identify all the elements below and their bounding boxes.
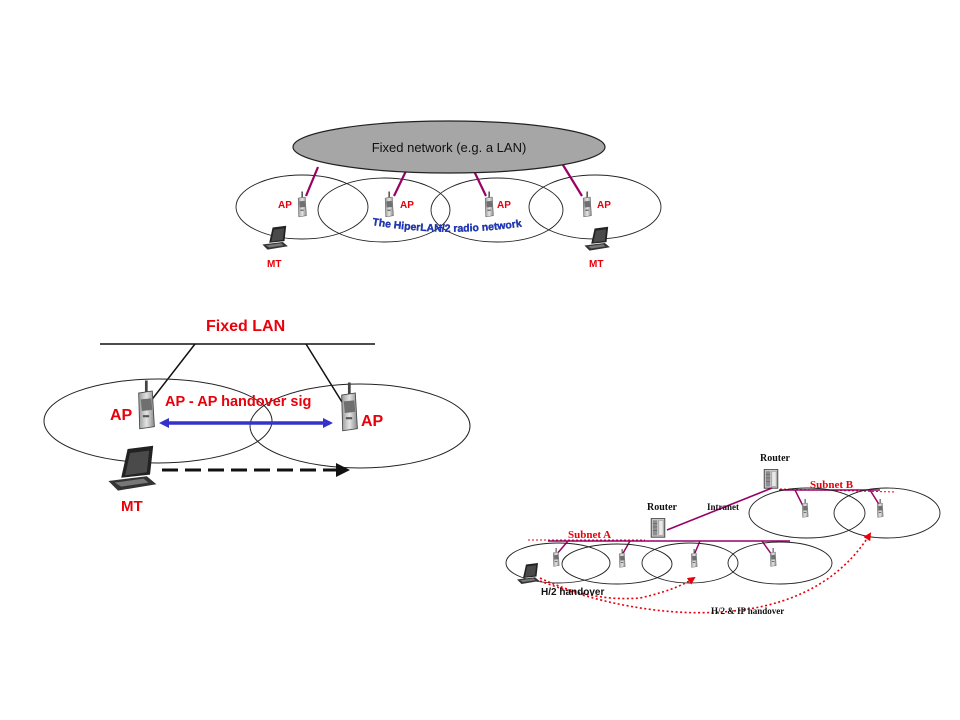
network-link (473, 170, 487, 197)
radio-cell (748, 487, 866, 539)
mt-label: MT (267, 259, 281, 270)
lan-link (305, 343, 343, 403)
ap-handover-diagram: Fixed LAN AP AP AP - AP handover sig MT (43, 318, 471, 515)
mt-label: MT (589, 259, 603, 270)
radio-cell (833, 487, 941, 539)
h2-ip-handover-label: H/2 & IP handover (711, 606, 784, 616)
intranet-label: Intranet (707, 502, 739, 512)
ap-link (621, 540, 631, 556)
access-point-icon (553, 547, 560, 567)
hiperlan-network-diagram: Fixed network (e.g. a LAN) AP AP AP AP T… (235, 120, 662, 270)
radio-cell (505, 542, 611, 584)
access-point-icon (384, 191, 394, 218)
ap-label: AP (361, 413, 384, 430)
router-icon (650, 518, 666, 538)
movement-arrowhead (336, 463, 350, 477)
ap-label: AP (597, 200, 611, 211)
ap-label: AP (400, 200, 414, 211)
access-point-icon (691, 548, 698, 568)
laptop-icon (108, 445, 157, 491)
access-point-icon (802, 498, 809, 518)
access-point-icon (582, 191, 592, 218)
radio-cell (641, 542, 739, 584)
ap-link (794, 489, 804, 507)
radio-cell (235, 174, 369, 240)
laptop-icon (517, 563, 540, 584)
network-link (562, 164, 583, 197)
subnet-b-line-dotted (779, 488, 897, 493)
laptop-icon (262, 225, 288, 250)
ap-label: AP (110, 407, 133, 424)
mt-label: MT (121, 498, 143, 515)
ap-link (869, 489, 881, 507)
subnet-a-label: Subnet A (568, 529, 611, 541)
ip-handover-path (539, 532, 872, 614)
ap-label: AP (278, 200, 292, 211)
radio-cell (317, 177, 451, 243)
intranet-link (666, 487, 773, 531)
radio-cell (561, 543, 673, 585)
router-label: Router (647, 502, 678, 513)
access-point-icon (341, 381, 358, 432)
ap-label: AP (497, 200, 511, 211)
fixed-lan-label: Fixed LAN (206, 318, 285, 335)
lan-link (149, 343, 196, 403)
h2-handover-path (539, 576, 696, 600)
handover-signalling-label: AP - AP handover sig (165, 394, 311, 410)
fixed-network-label: Fixed network (e.g. a LAN) (372, 140, 527, 155)
subnet-handover-diagram: Router Router Intranet Subnet B Subnet A (505, 453, 941, 616)
radio-cell (727, 541, 833, 585)
h2-handover-label: H/2 handover (541, 587, 604, 598)
router-icon (763, 469, 779, 489)
subnet-b-label: Subnet B (810, 479, 854, 491)
access-point-icon (770, 547, 777, 567)
radio-cell (430, 177, 564, 243)
fixed-network-cloud (292, 120, 606, 174)
router-label: Router (760, 453, 791, 464)
network-link (393, 170, 407, 197)
network-link (304, 166, 320, 197)
access-point-icon (138, 379, 155, 430)
